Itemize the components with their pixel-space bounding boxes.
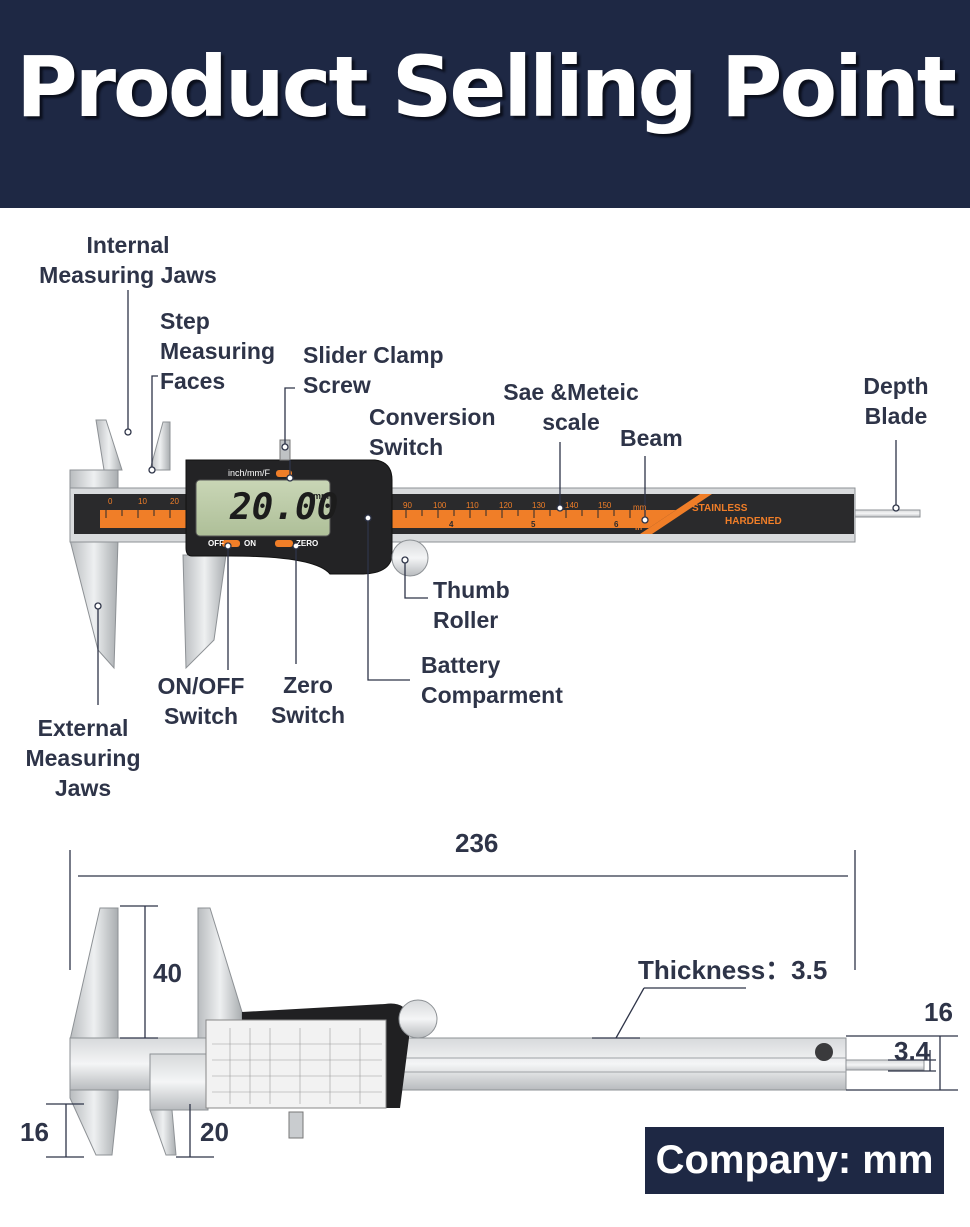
mode-button-label[interactable]: inch/mm/F xyxy=(228,468,271,478)
label-step-faces: Step Measuring Faces xyxy=(160,306,275,396)
company-label: Company: mm xyxy=(655,1138,934,1182)
scale-tick-label-in: 6 xyxy=(614,520,619,529)
header-banner: Product Selling Point xyxy=(0,0,970,208)
scale-ticks xyxy=(105,510,631,518)
label-line: Blade xyxy=(864,403,928,429)
hardened-label: HARDENED xyxy=(725,516,782,527)
on-label[interactable]: ON xyxy=(244,539,256,548)
label-slider-clamp: Slider Clamp Screw xyxy=(303,340,444,400)
label-line: Sae &Meteic xyxy=(503,379,639,405)
scale-tick-label-in: 5 xyxy=(531,520,536,529)
scale-tick-label: 120 xyxy=(499,501,513,510)
dimension-beam-width: 16 xyxy=(924,997,953,1027)
label-thumb-roller: Thumb Roller xyxy=(433,575,510,635)
label-line: Comparment xyxy=(421,682,563,708)
off-label[interactable]: OFF xyxy=(208,539,224,548)
label-line: Internal xyxy=(86,232,170,258)
label-line: Depth xyxy=(863,373,929,399)
scale-tick-label: 150 xyxy=(598,501,612,510)
label-internal-jaws: Internal Measuring Jaws xyxy=(30,230,226,290)
scale-tick-label-in: 4 xyxy=(449,520,454,529)
zero-label[interactable]: ZERO xyxy=(296,539,319,548)
dimension-blade-width: 3.4 xyxy=(894,1036,931,1066)
callout-dots xyxy=(94,428,900,610)
lcd-reading: 20.00 xyxy=(230,487,339,528)
callout-lines xyxy=(97,290,897,705)
scale-tick-label: 20 xyxy=(170,497,179,506)
scale-tick-label: 140 xyxy=(565,501,579,510)
label-line: ON/OFF xyxy=(157,673,245,699)
display-unit xyxy=(185,439,429,577)
scale-tick-label: 0 xyxy=(108,497,113,506)
label-line: Switch xyxy=(163,703,239,729)
dimension-thickness: Thickness：3.5 xyxy=(638,955,828,985)
label-line: Switch xyxy=(369,434,444,460)
label-line: External xyxy=(37,715,129,741)
label-external-jaws: External Measuring Jaws xyxy=(18,713,148,803)
label-line: scale xyxy=(542,409,600,435)
label-zero-switch: Zero Switch xyxy=(262,670,354,730)
caliper-photo-bottom xyxy=(69,907,925,1156)
label-line: Measuring xyxy=(160,338,276,364)
lcd-unit: mm xyxy=(313,491,330,501)
spec-table-lines xyxy=(212,1028,382,1104)
label-line: Thumb xyxy=(433,577,510,603)
scale-tick-label: 100 xyxy=(433,501,447,510)
label-scale: Sae &Meteic scale xyxy=(496,377,646,437)
dimension-right-jaw: 20 xyxy=(200,1117,229,1147)
scale-tick-label: 130 xyxy=(532,501,546,510)
scale-tick-label: 90 xyxy=(403,501,412,510)
stainless-label: STAINLESS xyxy=(692,503,748,514)
label-line: Battery xyxy=(421,652,501,678)
label-line: Screw xyxy=(303,372,371,398)
label-line: Step xyxy=(160,308,210,334)
scale-tick-label: 110 xyxy=(466,501,479,510)
label-line: Roller xyxy=(433,607,499,633)
dimension-length: 236 xyxy=(455,828,499,858)
dimension-jaw-depth: 40 xyxy=(153,958,182,988)
label-line: Switch xyxy=(270,702,346,728)
label-line: Measuring Jaws xyxy=(39,262,217,288)
label-line: Faces xyxy=(160,368,226,394)
label-onoff-switch: ON/OFF Switch xyxy=(150,671,252,731)
scale-tick-label: 10 xyxy=(138,497,147,506)
label-beam: Beam xyxy=(620,425,683,451)
dimension-left-jaw: 16 xyxy=(20,1117,49,1147)
label-depth-blade: Depth Blade xyxy=(852,371,940,431)
dimension-lines xyxy=(46,850,958,1158)
label-line: Zero xyxy=(283,672,333,698)
scale-unit-in: in xyxy=(635,523,643,532)
label-battery: Battery Comparment xyxy=(421,650,563,710)
label-line: Measuring xyxy=(25,745,141,771)
company-badge: Company: mm xyxy=(645,1127,944,1194)
scale-unit-mm: mm xyxy=(633,503,647,512)
label-line: Conversion xyxy=(369,404,496,430)
label-conversion-switch: Conversion Switch xyxy=(369,402,496,462)
banner-title: Product Selling Point xyxy=(16,38,957,136)
label-line: Slider Clamp xyxy=(303,342,444,368)
label-line: Jaws xyxy=(54,775,112,801)
internal-jaws xyxy=(95,419,171,471)
